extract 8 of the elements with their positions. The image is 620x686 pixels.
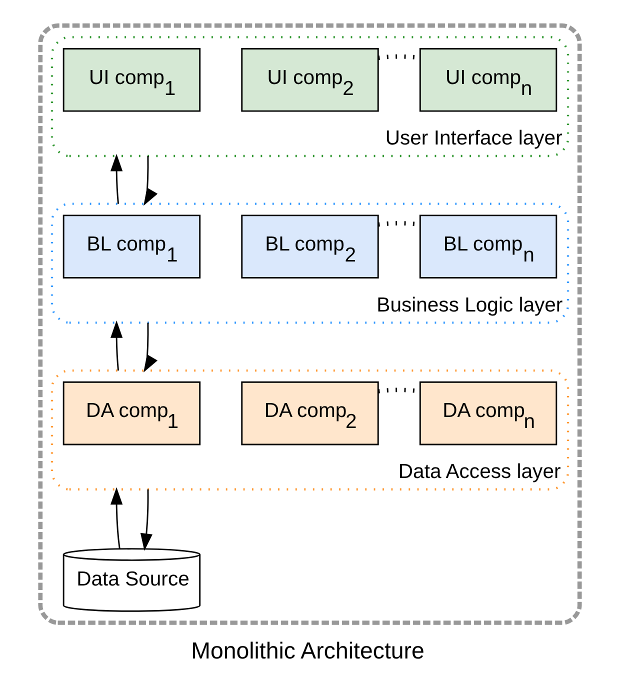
cluster [38,23,582,625]
arrow [110,320,123,371]
arrow [140,489,153,551]
arrow [144,156,158,206]
arrow [144,322,158,372]
caption: Monolithic Architecture [191,638,424,664]
arrow [110,154,123,204]
arrow [110,487,123,549]
